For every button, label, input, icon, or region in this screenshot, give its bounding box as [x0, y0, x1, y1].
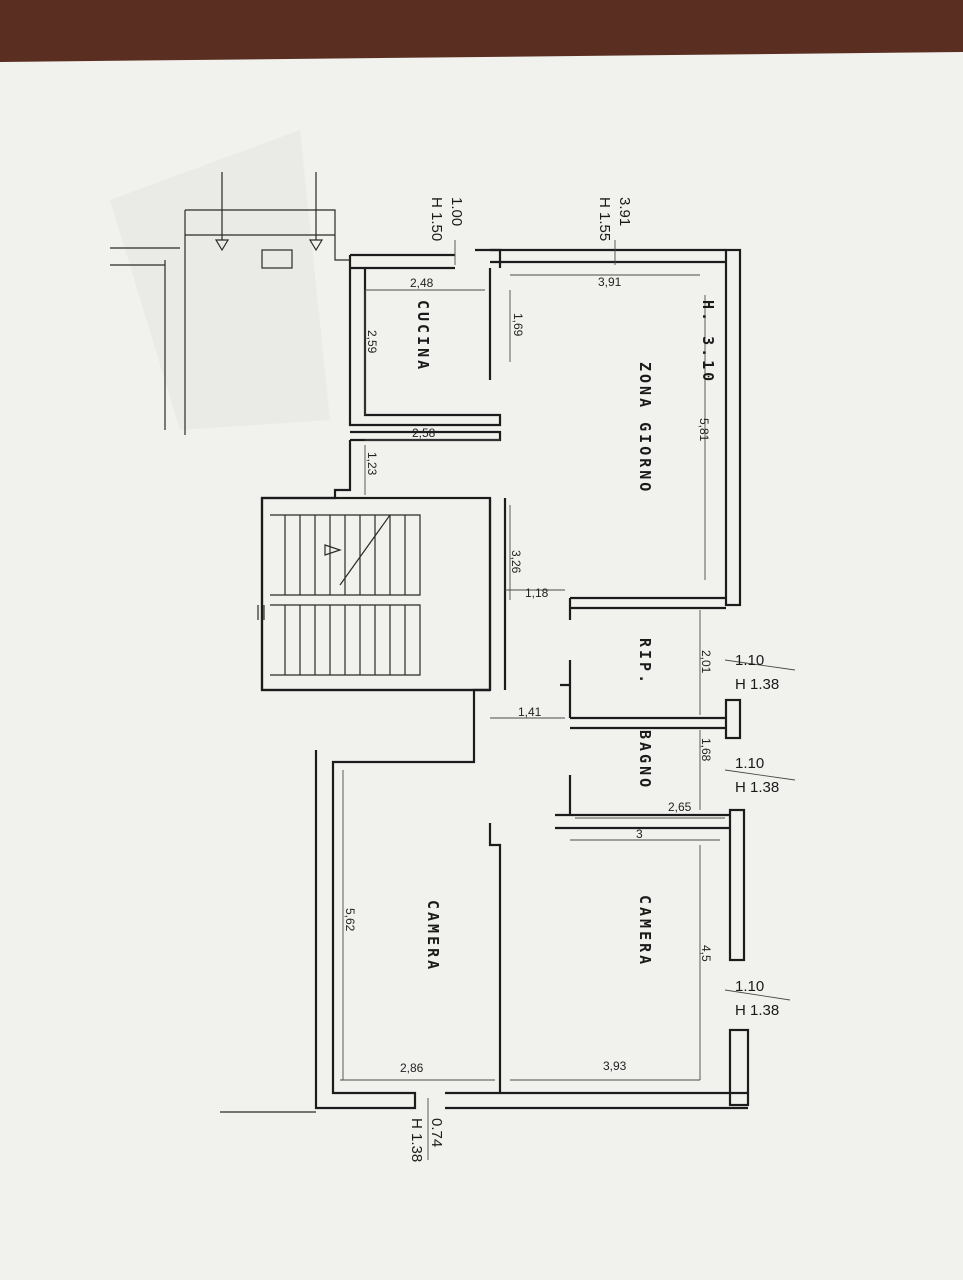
window-bagno-b: H 1.38 — [735, 779, 779, 796]
room-camera-right: CAMERA — [636, 895, 654, 967]
window-cucina-b: H 1.50 — [428, 197, 445, 241]
dim-camera-right-length: 4,5 — [699, 945, 713, 962]
dim-rip-length: 2,01 — [699, 650, 713, 674]
dim-camera-left-length: 5,62 — [343, 908, 357, 932]
window-labels: 3.91 H 1.55 1.00 H 1.50 1.10 H 1.38 1.10… — [408, 197, 779, 1162]
window-zg-a: 3.91 — [616, 197, 633, 226]
dim-zg-length: 5,81 — [697, 418, 711, 442]
room-camera-left: CAMERA — [424, 900, 442, 972]
dim-bagno-width: 2,65 — [668, 800, 692, 814]
dim-hall-width: 1,41 — [518, 705, 542, 719]
window-cucina-a: 1.00 — [448, 197, 465, 226]
dim-camera-right-width: 3,93 — [603, 1059, 627, 1073]
dim-passage: 1,23 — [365, 452, 379, 476]
dim-camera-left-width: 2,86 — [400, 1061, 424, 1075]
dimension-lines — [340, 240, 796, 1160]
room-zona-giorno: ZONA GIORNO — [636, 362, 654, 494]
window-camera-bottom-b: H 1.38 — [408, 1118, 425, 1162]
dim-zg-wall: 1,69 — [511, 313, 525, 337]
dimension-values: 3,91 5,81 1,69 2,48 2,59 2,58 1,23 3,26 … — [343, 275, 713, 1075]
window-rip-a: 1.10 — [735, 652, 764, 669]
room-cucina: CUCINA — [414, 300, 432, 372]
room-rip: RIP. — [636, 638, 654, 686]
staircase — [257, 514, 421, 676]
dim-corridor: 3,26 — [509, 550, 523, 574]
ceiling-height-label: H. 3.10 — [699, 300, 717, 384]
dim-cucina-top: 2,48 — [410, 276, 434, 290]
room-bagno: BAGNO — [636, 730, 654, 790]
window-zg-b: H 1.55 — [596, 197, 613, 241]
dim-bagno-length: 1,68 — [699, 738, 713, 762]
balcony — [110, 172, 350, 1113]
window-rip-b: H 1.38 — [735, 676, 779, 693]
dim-corridor-width: 1,18 — [525, 586, 549, 600]
dim-cucina-side: 2,59 — [365, 330, 379, 354]
dim-cucina-bottom: 2,58 — [412, 426, 436, 440]
dim-bagno-inner: 3 — [636, 827, 643, 841]
dim-zg-width: 3,91 — [598, 275, 622, 289]
window-camera-a: 1.10 — [735, 978, 764, 995]
window-camera-b: H 1.38 — [735, 1002, 779, 1019]
walls — [260, 248, 750, 1110]
window-bagno-a: 1.10 — [735, 755, 764, 772]
window-camera-bottom-a: 0.74 — [428, 1118, 445, 1147]
